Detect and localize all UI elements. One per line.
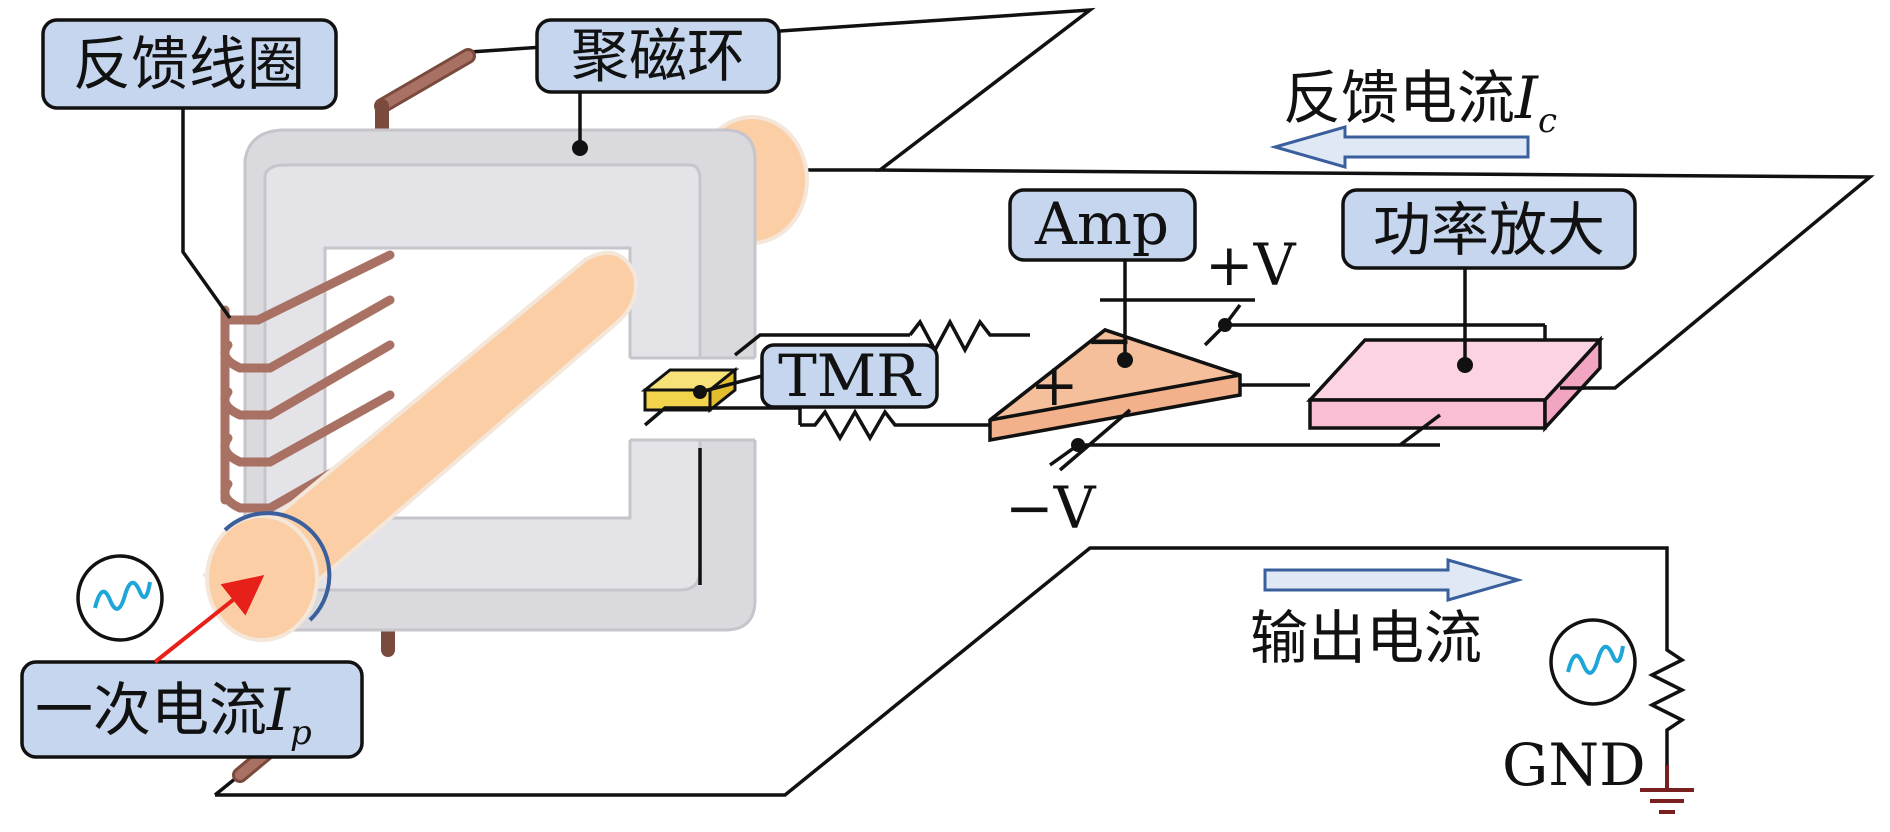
label-feedback-coil-text: 反馈线圈: [73, 30, 305, 98]
label-power-amp-text: 功率放大: [1373, 196, 1605, 264]
plus-v-label: +V: [1205, 231, 1297, 299]
primary-current-symbol: I: [266, 676, 291, 744]
feedback-current-subscript: c: [1538, 101, 1557, 141]
feedback-current-prefix: 反馈电流: [1283, 64, 1515, 132]
amp-triangle[interactable]: − +: [988, 306, 1242, 443]
resistor-bottom: [800, 408, 1030, 442]
svg-text:一次电流Ip: 一次电流Ip: [35, 676, 312, 753]
feedback-current-arrow: [1269, 125, 1530, 169]
label-amp-text: Amp: [1034, 190, 1169, 258]
feedback-coil-winding: [220, 250, 395, 513]
load-resistor: [1648, 640, 1686, 765]
feedback-current-symbol: I: [1514, 64, 1539, 132]
power-amp-block[interactable]: [1306, 325, 1604, 447]
gnd-label: GND: [1502, 731, 1646, 799]
label-amp: Amp: [1008, 188, 1197, 368]
label-tmr: TMR: [693, 342, 939, 410]
label-feedback-coil: 反馈线圈: [41, 18, 338, 320]
output-current-arrow: [1263, 558, 1524, 602]
amp-plus-sign: +: [1030, 351, 1079, 419]
ac-signal-source-icon-left: [76, 554, 164, 642]
output-current-label: 输出电流: [1250, 604, 1482, 672]
feedback-current-label: 反馈电流Ic: [1283, 64, 1557, 141]
minus-v-label: −V: [1005, 474, 1097, 542]
label-flux-ring: 聚磁环: [535, 18, 781, 156]
ac-signal-source-icon-right: [1549, 618, 1637, 706]
label-flux-ring-text: 聚磁环: [571, 22, 745, 90]
output-loop-plane: [215, 546, 1669, 797]
primary-current-prefix: 一次电流: [35, 676, 267, 744]
ground-icon: [1640, 765, 1694, 814]
label-tmr-text: TMR: [778, 342, 922, 410]
resistor-top: [908, 318, 1030, 354]
primary-current-subscript: p: [290, 713, 312, 753]
label-primary-current: 一次电流Ip: [20, 575, 364, 759]
label-power-amp: 功率放大: [1341, 188, 1637, 373]
